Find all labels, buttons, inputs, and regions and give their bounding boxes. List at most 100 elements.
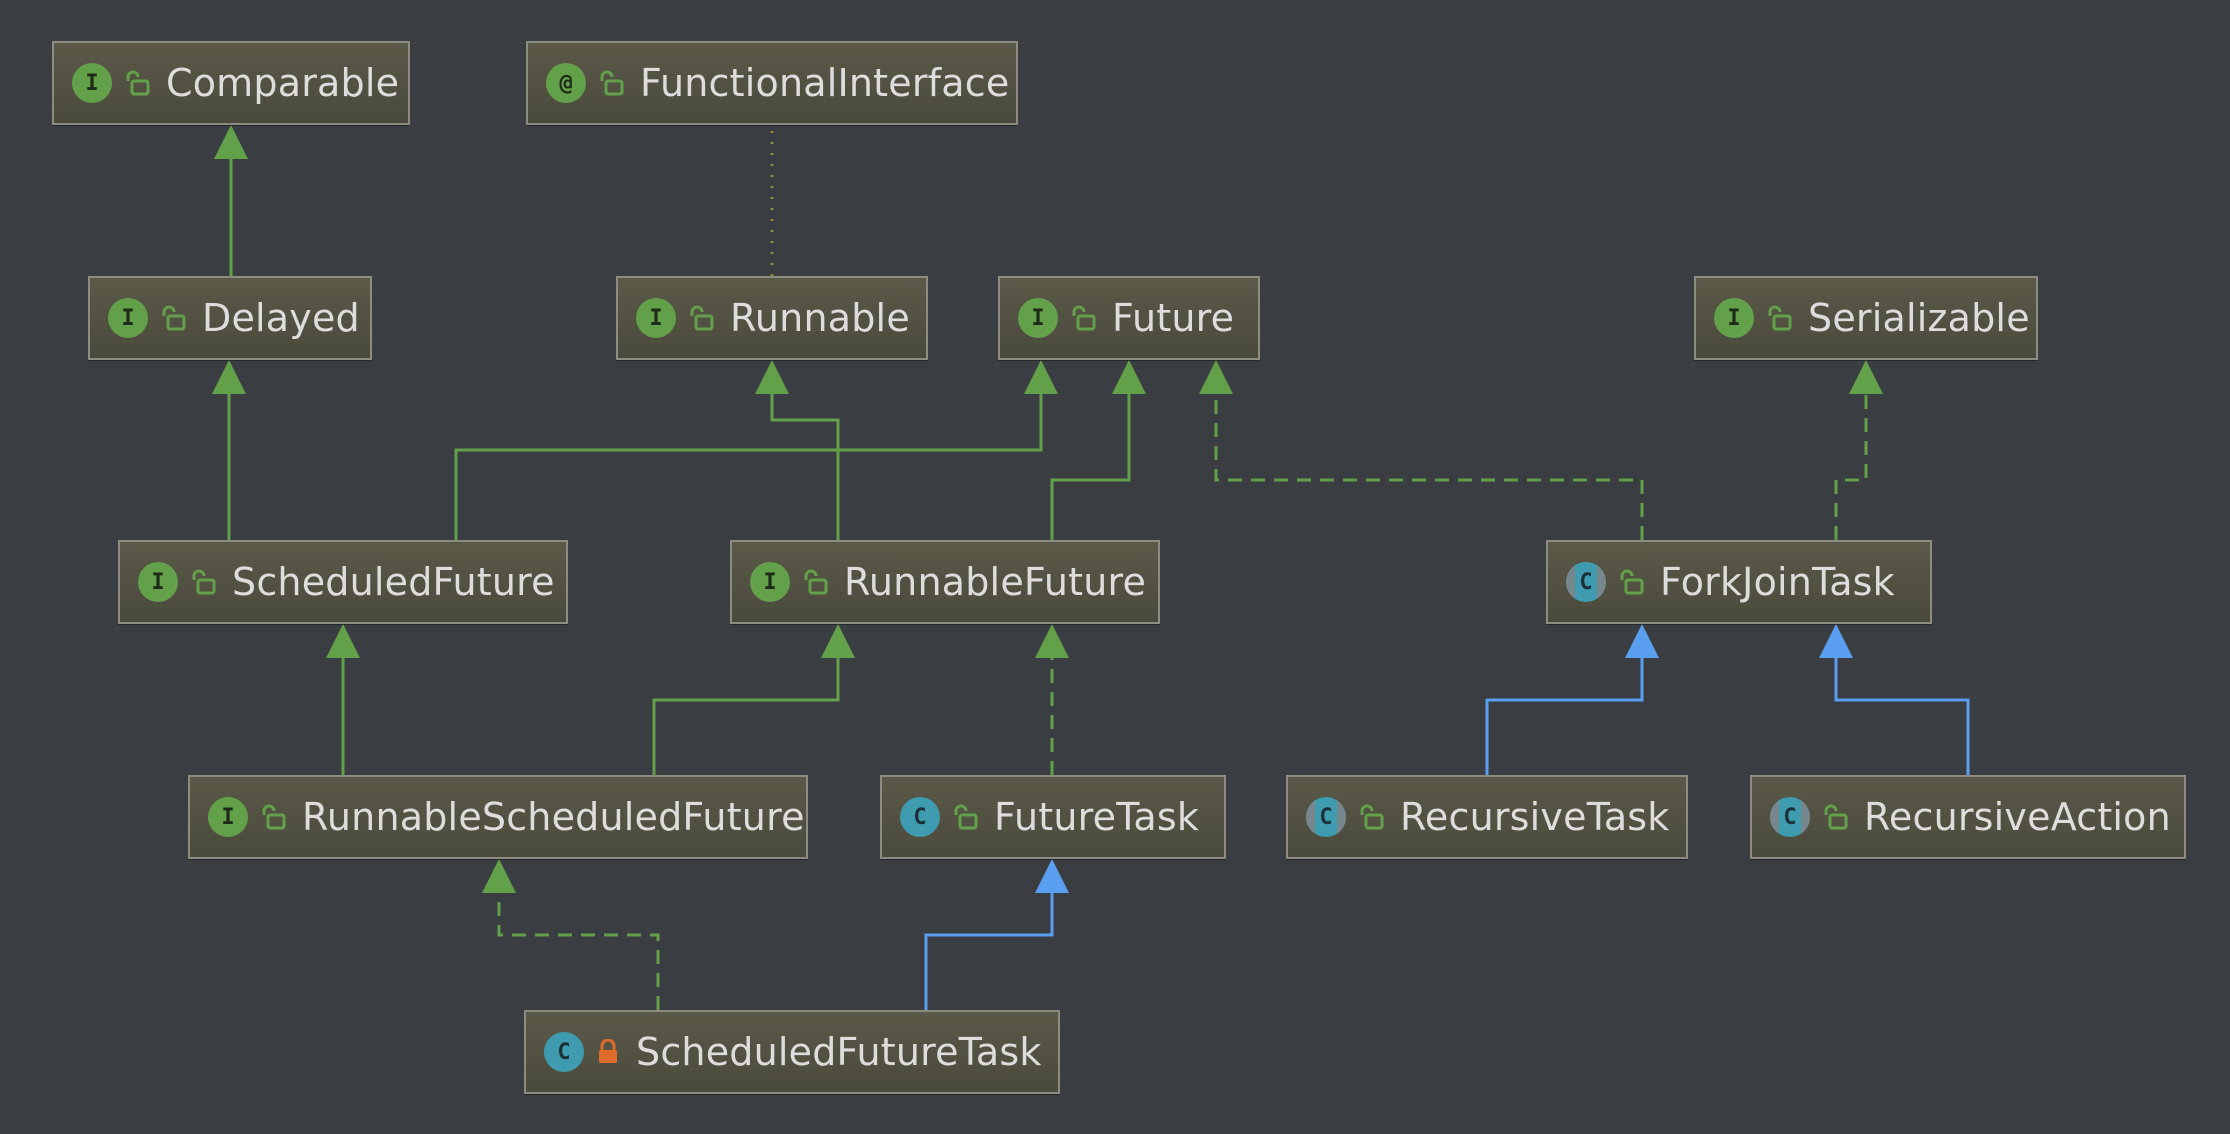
edge-line (1834, 394, 1868, 540)
kind-letter: I (151, 569, 165, 595)
kind-letter: I (649, 305, 663, 331)
public-lock-icon (160, 305, 186, 331)
kind-letter: C (1783, 804, 1797, 830)
node-comparable[interactable]: I Comparable (52, 41, 410, 125)
arrowhead (1035, 859, 1069, 893)
edge-runnablescheduledfuture-to-runnablefuture (652, 624, 855, 775)
arrowhead (1024, 360, 1058, 394)
public-lock-icon (1822, 804, 1848, 830)
interface-icon: I (138, 562, 178, 602)
public-lock-icon (124, 70, 150, 96)
edge-line (454, 394, 1043, 540)
interface-icon: I (750, 562, 790, 602)
node-label: ScheduledFuture (232, 560, 555, 604)
kind-letter: @ (559, 70, 573, 96)
abstract-class-icon: C (1566, 562, 1606, 602)
interface-icon: I (1714, 298, 1754, 338)
class-icon: C (900, 797, 940, 837)
node-label: FunctionalInterface (640, 61, 1010, 105)
edge-runnablefuture-to-runnable (755, 360, 840, 540)
node-label: Runnable (730, 296, 910, 340)
arrowhead (1112, 360, 1146, 394)
arrowhead (1035, 624, 1069, 658)
arrowhead (326, 624, 360, 658)
public-lock-icon (802, 569, 828, 595)
node-scheduledfuture[interactable]: I ScheduledFuture (118, 540, 568, 624)
kind-letter: I (1727, 305, 1741, 331)
abstract-class-icon: C (1306, 797, 1346, 837)
node-label: RunnableScheduledFuture (302, 795, 805, 839)
node-label: FutureTask (994, 795, 1200, 839)
node-label: RunnableFuture (844, 560, 1147, 604)
public-lock-icon (1070, 305, 1096, 331)
public-lock-icon (688, 305, 714, 331)
node-scheduledfuturetask[interactable]: C ScheduledFutureTask (524, 1010, 1060, 1094)
kind-letter: I (85, 70, 99, 96)
kind-letter: I (1031, 305, 1045, 331)
arrowhead (755, 360, 789, 394)
node-recursivetask[interactable]: C RecursiveTask (1286, 775, 1688, 859)
node-runnable[interactable]: I Runnable (616, 276, 928, 360)
public-lock-icon (1618, 569, 1644, 595)
kind-letter: C (913, 804, 927, 830)
node-label: Delayed (202, 296, 360, 340)
edge-line (497, 893, 660, 1010)
node-forkjointask[interactable]: C ForkJoinTask (1546, 540, 1932, 624)
public-lock-icon (260, 804, 286, 830)
node-label: RecursiveAction (1864, 795, 2171, 839)
arrowhead (482, 859, 516, 893)
private-lock-icon (596, 1039, 620, 1065)
interface-icon: I (1018, 298, 1058, 338)
node-label: ForkJoinTask (1660, 560, 1895, 604)
edge-line (1050, 394, 1131, 540)
node-label: ScheduledFutureTask (636, 1030, 1042, 1074)
edge-scheduledfuturetask-to-futuretask (924, 859, 1069, 1010)
node-runnablescheduledfuture[interactable]: I RunnableScheduledFuture (188, 775, 808, 859)
interface-icon: I (636, 298, 676, 338)
interface-icon: I (208, 797, 248, 837)
edge-runnablescheduledfuture-to-scheduledfuture (326, 624, 360, 775)
kind-letter: C (1579, 569, 1593, 595)
public-lock-icon (952, 804, 978, 830)
node-functional[interactable]: @ FunctionalInterface (526, 41, 1018, 125)
class-icon: C (544, 1032, 584, 1072)
node-delayed[interactable]: I Delayed (88, 276, 372, 360)
kind-letter: I (221, 804, 235, 830)
abstract-class-icon: C (1770, 797, 1810, 837)
node-label: Serializable (1808, 296, 2030, 340)
arrowhead (1625, 624, 1659, 658)
node-recursiveaction[interactable]: C RecursiveAction (1750, 775, 2186, 859)
annotation-icon: @ (546, 63, 586, 103)
edge-line (652, 658, 840, 775)
node-serializable[interactable]: I Serializable (1694, 276, 2038, 360)
public-lock-icon (1358, 804, 1384, 830)
node-label: Comparable (166, 61, 400, 105)
public-lock-icon (598, 70, 624, 96)
kind-letter: C (557, 1039, 571, 1065)
node-label: RecursiveTask (1400, 795, 1670, 839)
interface-icon: I (108, 298, 148, 338)
arrowhead (1819, 624, 1853, 658)
edge-forkjointask-to-serializable (1834, 360, 1883, 540)
edge-scheduledfuturetask-to-runnablescheduledfuture (482, 859, 660, 1010)
kind-letter: C (1319, 804, 1333, 830)
edge-line (770, 394, 840, 540)
edge-line (1214, 394, 1644, 540)
arrowhead (214, 125, 248, 159)
node-label: Future (1112, 296, 1235, 340)
node-runnablefuture[interactable]: I RunnableFuture (730, 540, 1160, 624)
edge-scheduledfuture-to-future (454, 360, 1058, 540)
node-future[interactable]: I Future (998, 276, 1260, 360)
edge-line (1834, 658, 1970, 775)
interface-icon: I (72, 63, 112, 103)
arrowhead (1199, 360, 1233, 394)
arrowhead (1849, 360, 1883, 394)
edge-scheduledfuture-to-delayed (212, 360, 246, 540)
edge-forkjointask-to-future (1199, 360, 1644, 540)
edge-futuretask-to-runnablefuture (1035, 624, 1069, 775)
kind-letter: I (763, 569, 777, 595)
edge-recursivetask-to-forkjointask (1485, 624, 1659, 775)
node-futuretask[interactable]: C FutureTask (880, 775, 1226, 859)
